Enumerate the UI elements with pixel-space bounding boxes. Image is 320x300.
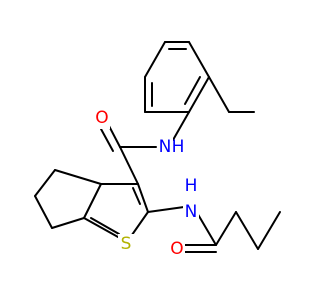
molecule-diagram: O N H N H S O (34, 41, 281, 259)
bond (215, 211, 237, 246)
bond (132, 187, 141, 205)
bond (184, 76, 201, 105)
nitrogen-atom-label: N (159, 137, 172, 157)
bond (195, 210, 217, 246)
atom-label-layer: O N H N H S O (94, 108, 199, 259)
bond (34, 195, 53, 229)
nitrogen-atom-label: N (185, 202, 198, 222)
oxygen-atom-label: O (95, 108, 108, 128)
bond (144, 41, 166, 78)
hydrogen-atom-label: H (185, 176, 198, 196)
structure-drawing: O N H N H S O (34, 41, 281, 259)
bond (137, 183, 149, 213)
bond (172, 111, 190, 141)
bond (188, 76, 210, 113)
bond (54, 169, 102, 185)
bond (208, 76, 230, 113)
bond (147, 206, 185, 213)
bond (90, 217, 120, 235)
bond (34, 169, 56, 197)
sulfur-atom-label: S (121, 234, 132, 254)
bond (188, 41, 210, 78)
hydrogen-atom-label: H (172, 137, 185, 157)
bond (257, 211, 281, 250)
oxygen-atom-label: O (170, 239, 183, 259)
bond (119, 146, 139, 185)
bond (235, 211, 259, 250)
bond (51, 217, 85, 229)
bond (83, 183, 102, 219)
bond (100, 128, 114, 152)
